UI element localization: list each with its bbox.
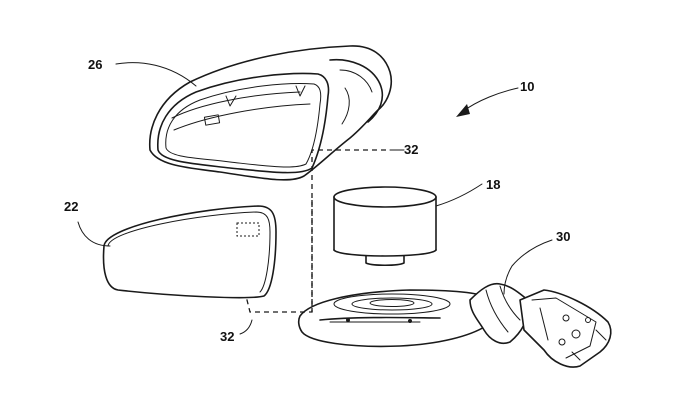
leader-22 — [77, 221, 111, 247]
mirror-housing — [148, 45, 393, 181]
leader-10 — [461, 87, 519, 113]
leader-32-lower — [239, 319, 253, 335]
arrowhead-10 — [456, 104, 470, 117]
numeral-32-upper: 32 — [404, 142, 419, 157]
mirror-glass — [102, 205, 277, 299]
cylindrical-module — [333, 186, 437, 267]
mount-base — [297, 282, 612, 368]
numeral-26: 26 — [88, 57, 103, 72]
numeral-22: 22 — [64, 199, 79, 214]
leader-26 — [115, 62, 197, 87]
leader-30 — [503, 239, 553, 295]
numeral-18: 18 — [486, 177, 501, 192]
numeral-10: 10 — [520, 79, 535, 94]
numeral-32-lower: 32 — [220, 329, 235, 344]
sensor-window — [236, 222, 260, 237]
leader-lines — [77, 62, 553, 335]
leader-18 — [435, 183, 483, 207]
dashed-wiring — [245, 149, 386, 313]
numeral-30: 30 — [556, 229, 571, 244]
